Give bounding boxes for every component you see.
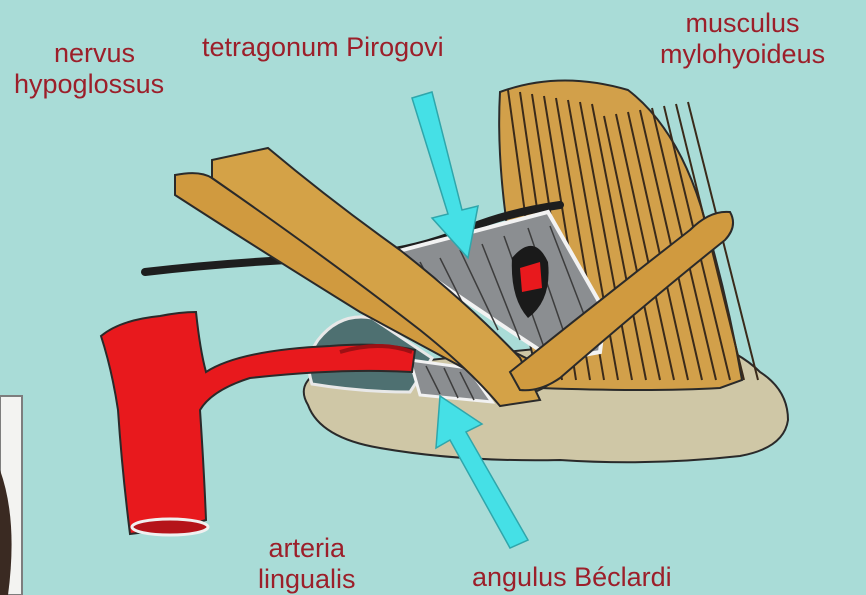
label-musculus-line1: musculus bbox=[660, 8, 825, 39]
label-tetragonum-pirogovi: tetragonum Pirogovi bbox=[202, 32, 444, 63]
label-musculus-mylohyoideus: musculus mylohyoideus bbox=[660, 8, 825, 70]
label-nervus-line1: nervus bbox=[14, 38, 164, 69]
label-musculus-line2: mylohyoideus bbox=[660, 39, 825, 70]
label-arteria-line2: lingualis bbox=[258, 564, 356, 595]
label-arteria-lingualis: arteria lingualis bbox=[258, 533, 356, 595]
arrow-pirogov bbox=[412, 92, 478, 258]
label-nervus-line2: hypoglossus bbox=[14, 69, 164, 99]
label-nervus-hypoglossus: nervus hypoglossus bbox=[14, 38, 164, 100]
label-angulus-beclardi: angulus Béclardi bbox=[472, 562, 672, 593]
label-arteria-line1: arteria bbox=[258, 533, 356, 564]
photo-fragment bbox=[0, 396, 22, 595]
